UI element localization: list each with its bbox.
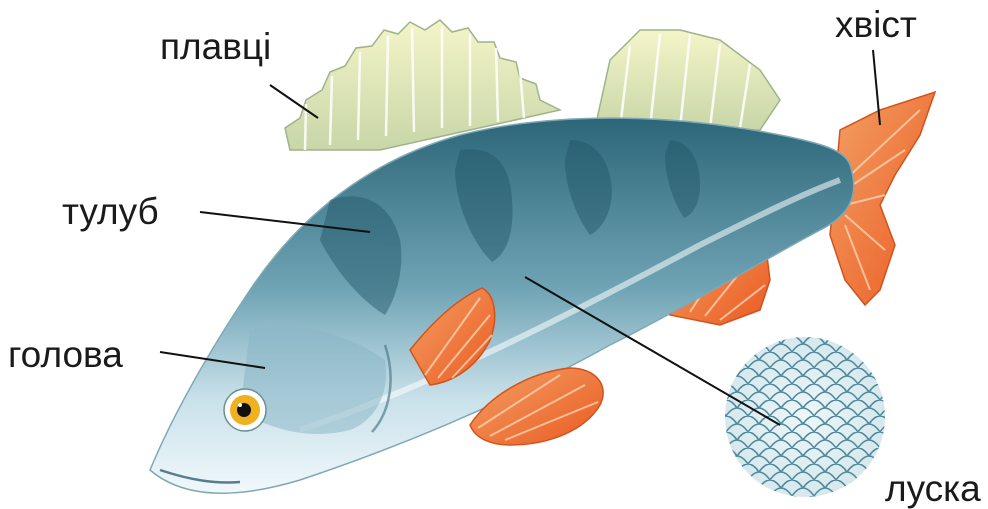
label-fins: плавці (160, 28, 271, 65)
eye (224, 389, 266, 431)
label-head: голова (8, 336, 123, 373)
label-tail: хвіст (835, 6, 917, 43)
scales-magnified (725, 337, 885, 497)
label-scales: луска (885, 470, 981, 507)
label-body: тулуб (62, 193, 159, 230)
